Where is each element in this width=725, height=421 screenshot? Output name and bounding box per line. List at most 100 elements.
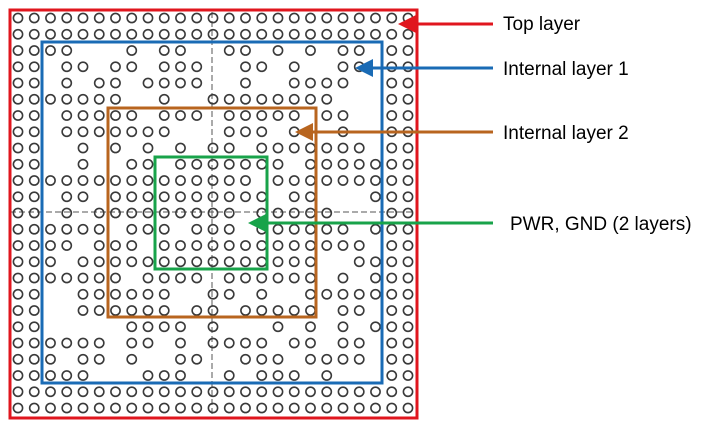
ball-pad <box>175 77 186 89</box>
ball-pad <box>321 386 333 398</box>
ball-pad <box>207 142 219 154</box>
ball-pad <box>402 353 414 365</box>
ball-pad <box>110 28 121 40</box>
ball-pad <box>321 175 333 186</box>
ball-pad <box>272 223 284 235</box>
ball-pad <box>207 288 219 300</box>
ball-pad <box>240 256 251 268</box>
ball-pad <box>28 256 40 268</box>
ball-pad <box>386 158 398 170</box>
ball-pad <box>305 191 316 203</box>
ball-pad <box>28 12 40 24</box>
internal-layer-2-outline <box>106 106 318 319</box>
ball-pad <box>93 110 105 121</box>
ball-pad <box>142 158 154 170</box>
ball-pad <box>337 77 349 89</box>
ball-pad <box>370 191 381 203</box>
ball-pad <box>256 288 268 300</box>
ball-pad <box>402 240 414 251</box>
ball-pad <box>353 12 365 24</box>
ball-pad <box>272 353 284 365</box>
ball-pad <box>77 370 89 381</box>
ball-pad <box>126 337 138 349</box>
ball-pad <box>158 110 170 121</box>
ball-pad <box>288 272 300 284</box>
pwr-gnd-layer-outline <box>153 155 269 271</box>
ball-pad <box>12 45 24 56</box>
ball-pad <box>77 142 89 154</box>
ball-pad <box>223 402 235 414</box>
arrow-internal-1 <box>355 59 493 77</box>
ball-pad <box>191 191 203 203</box>
ball-pad <box>353 240 365 251</box>
ball-pad <box>12 207 24 219</box>
ball-pad <box>288 93 300 105</box>
ball-pad <box>207 12 219 24</box>
ball-pad <box>386 305 398 316</box>
ball-pad <box>402 305 414 316</box>
ball-pad <box>158 272 170 284</box>
ball-pad <box>370 12 381 24</box>
ball-pad <box>223 175 235 186</box>
ball-pad <box>321 110 333 121</box>
ball-pad <box>142 305 154 316</box>
ball-pad <box>110 110 121 121</box>
ball-pad <box>256 305 268 316</box>
ball-pad <box>61 386 73 398</box>
ball-pad <box>191 240 203 251</box>
ball-pad <box>126 207 138 219</box>
ball-pad <box>12 223 24 235</box>
ball-pad <box>240 93 251 105</box>
ball-pad <box>158 321 170 333</box>
ball-pad <box>386 370 398 381</box>
ball-pad <box>353 45 365 56</box>
ball-pad <box>207 305 219 316</box>
ball-pad <box>223 12 235 24</box>
ball-pad <box>61 110 73 121</box>
ball-pad <box>223 207 235 219</box>
ball-pad <box>93 337 105 349</box>
ball-pad <box>272 175 284 186</box>
ball-pad <box>305 142 316 154</box>
ball-pad <box>256 256 268 268</box>
ball-pad <box>158 61 170 73</box>
ball-pad <box>142 126 154 138</box>
ball-pad <box>191 223 203 235</box>
ball-pad <box>321 158 333 170</box>
ball-pad <box>240 337 251 349</box>
ball-pad <box>175 28 186 40</box>
ball-pad <box>386 288 398 300</box>
ball-pad <box>305 386 316 398</box>
ball-pad <box>191 28 203 40</box>
ball-pad <box>158 77 170 89</box>
ball-pad <box>353 386 365 398</box>
ball-pad <box>12 386 24 398</box>
ball-pad <box>158 386 170 398</box>
label-internal-layer-2: Internal layer 2 <box>503 123 629 144</box>
ball-pad <box>240 402 251 414</box>
ball-pad <box>240 61 251 73</box>
ball-pad <box>207 191 219 203</box>
ball-pad <box>337 321 349 333</box>
ball-pad <box>386 337 398 349</box>
ball-pad <box>93 305 105 316</box>
ball-pad <box>402 93 414 105</box>
ball-pad <box>337 12 349 24</box>
ball-pad <box>240 28 251 40</box>
ball-pad <box>142 191 154 203</box>
ball-pad <box>402 337 414 349</box>
ball-pad <box>12 240 24 251</box>
ball-pad <box>223 288 235 300</box>
ball-pad <box>142 386 154 398</box>
ball-pad <box>12 321 24 333</box>
ball-pad <box>126 191 138 203</box>
ball-pad <box>402 272 414 284</box>
ball-pad <box>337 386 349 398</box>
ball-pad <box>305 353 316 365</box>
ball-pad <box>175 175 186 186</box>
ball-pad <box>256 337 268 349</box>
ball-pad <box>402 158 414 170</box>
ball-pad <box>110 142 121 154</box>
ball-pad <box>272 93 284 105</box>
ball-pad <box>12 191 24 203</box>
